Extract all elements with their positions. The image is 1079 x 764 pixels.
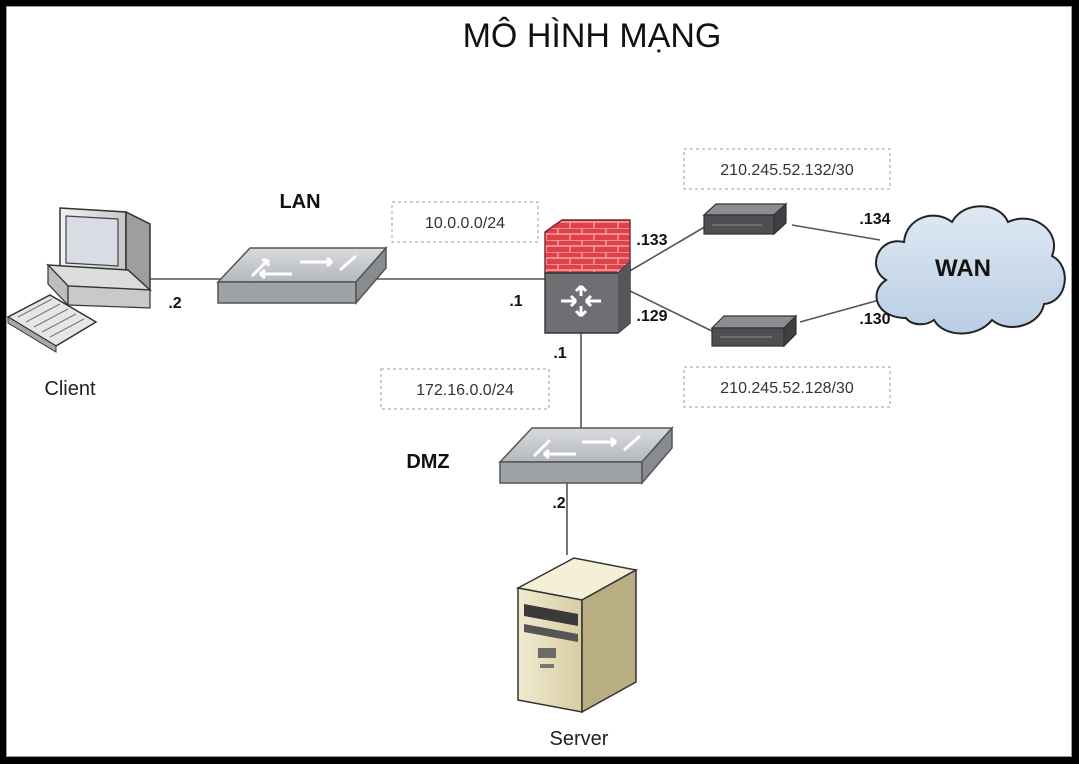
client-label: Client [44, 378, 96, 400]
wan-cloud-icon [875, 205, 1066, 335]
wan-bottom-network-address: 210.245.52.128/30 [720, 380, 854, 397]
firewall-dmz-port-label: .1 [553, 345, 566, 362]
wan-top-network-box: 210.245.52.132/30 [683, 148, 891, 190]
firewall-router-icon [544, 219, 631, 334]
dmz-switch-icon [498, 426, 674, 486]
link-firewall-router-bottom [627, 289, 717, 334]
wan-top-port-label: .134 [859, 211, 890, 228]
link-firewall-router-top [627, 224, 709, 273]
lan-network-address: 10.0.0.0/24 [425, 215, 505, 232]
dmz-label: DMZ [406, 451, 449, 473]
server-label: Server [550, 728, 609, 750]
lan-switch-icon [216, 246, 388, 306]
lan-network-box: 10.0.0.0/24 [391, 201, 539, 243]
lan-label: LAN [279, 191, 320, 213]
links [150, 224, 891, 555]
server-icon [515, 557, 639, 714]
wan-top-network-address: 210.245.52.132/30 [720, 162, 854, 179]
link-router-top-wan [791, 224, 881, 241]
page-title: MÔ HÌNH MẠNG [463, 17, 722, 55]
client-computer-icon [6, 207, 153, 353]
wan-bottom-network-box: 210.245.52.128/30 [683, 366, 891, 408]
router-bottom-icon [710, 314, 798, 348]
dmz-network-box: 172.16.0.0/24 [380, 368, 550, 410]
link-router-bottom-wan [799, 296, 891, 323]
firewall-bottom-port-label: .129 [636, 308, 667, 325]
server-port-label: .2 [552, 495, 565, 512]
firewall-top-port-label: .133 [636, 232, 667, 249]
client-port-label: .2 [168, 295, 181, 312]
router-top-icon [702, 202, 788, 236]
wan-label: WAN [935, 255, 991, 282]
firewall-lan-port-label: .1 [509, 293, 522, 310]
dmz-network-address: 172.16.0.0/24 [416, 382, 514, 399]
wan-bottom-port-label: .130 [859, 311, 890, 328]
